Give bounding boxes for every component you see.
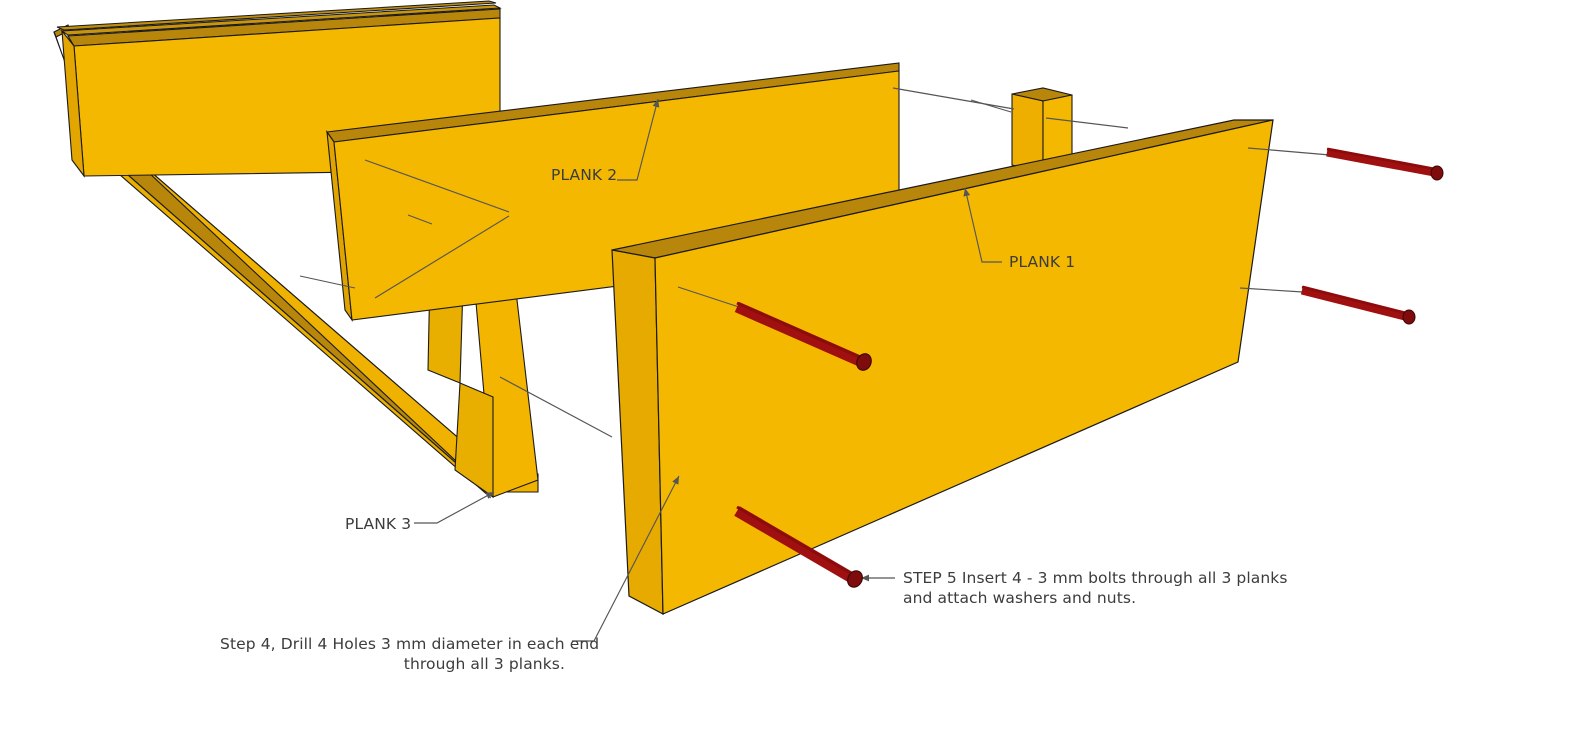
bolt-upper-shaft [734,301,865,368]
leader-plank2 [617,98,660,181]
label-plank-1: PLANK 1 [1009,253,1076,271]
bolt-mid-right-highlight [1301,285,1406,315]
leader-plank1 [963,187,1002,263]
leader-step4 [572,475,680,642]
leader-hole-post-far-right2 [1045,117,1129,129]
leader-hole-upper-plank1 [677,286,743,309]
label-step5-line1: STEP 5 Insert 4 - 3 mm bolts through all… [903,569,1288,587]
bolt-upper-highlight [736,301,863,360]
bolt-mid-right [1300,285,1416,325]
bolt-top-right-shaft [1326,147,1435,177]
bolt-lower-inserted [734,505,863,588]
bolt-mid-right-shaft [1300,285,1407,321]
leader-hole-post-left [407,214,433,225]
plank2-stack-edge-mid [60,4,502,36]
leader-hole-plank2-lower [374,215,510,299]
plank2-left-end [61,29,85,178]
leader-hole-post-far-right [970,99,1012,113]
bolt-upper-head [856,353,872,371]
leader-hole-plank2-to-post [892,87,1015,110]
plank3-body [113,139,539,493]
bolt-lower-head [847,570,863,588]
leader-hole-post-right [499,376,613,438]
leader-lines [299,87,1331,642]
label-step4-line1: Step 4, Drill 4 Holes 3 mm diameter in e… [220,635,600,653]
leader-hole-plank2-upper [364,159,510,213]
leader-hole-rail-left [299,275,356,289]
bolt-mid-right-head [1402,309,1416,325]
bolt-upper-inserted [734,301,872,371]
bolt-top-right-highlight [1326,147,1435,171]
label-plank-2: PLANK 2 [551,166,618,184]
bolts [734,147,1444,588]
bolt-top-right [1326,147,1444,181]
plank1-left-end [611,249,664,616]
leader-plank3 [414,491,495,524]
bolt-top-right-head [1430,165,1444,181]
label-plank-3: PLANK 3 [345,515,412,533]
label-step5-line2: and attach washers and nuts. [903,589,1137,607]
leader-hole-right-mid [1239,287,1304,293]
bolt-lower-shaft [734,506,855,583]
leader-hole-right-top [1247,147,1331,156]
bolt-lower-highlight [736,505,853,576]
plank-1 [611,119,1274,616]
plank3-post-lower-left [454,382,494,499]
plank1-front-face [654,119,1274,615]
plank2-stack-edge-top [56,0,497,31]
label-step4-line2: through all 3 planks. [403,655,565,673]
